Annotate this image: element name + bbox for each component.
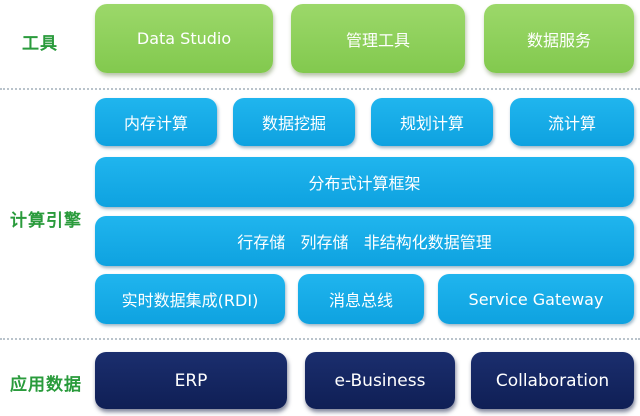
app-collaboration: Collaboration — [471, 352, 634, 409]
distributed-compute-framework: 分布式计算框架 — [95, 157, 634, 207]
layer-divider-top — [0, 88, 640, 90]
service-gateway: Service Gateway — [438, 274, 634, 324]
layer-label-tools: 工具 — [22, 34, 58, 54]
app-erp: ERP — [95, 352, 287, 409]
app-e-business: e-Business — [305, 352, 455, 409]
storage-layer: 行存储 列存储 非结构化数据管理 — [95, 216, 634, 266]
tool-data-studio: Data Studio — [95, 4, 273, 73]
engine-data-mining: 数据挖掘 — [233, 98, 355, 146]
tool-data-services: 数据服务 — [484, 4, 634, 73]
service-message-bus: 消息总线 — [298, 274, 424, 324]
tool-management: 管理工具 — [291, 4, 465, 73]
engine-in-memory: 内存计算 — [95, 98, 217, 146]
layer-label-apps: 应用数据 — [10, 375, 82, 395]
engine-stream: 流计算 — [510, 98, 634, 146]
layer-label-compute: 计算引擎 — [10, 211, 82, 231]
layer-divider-bottom — [0, 338, 640, 340]
service-rdi: 实时数据集成(RDI) — [95, 274, 285, 324]
engine-planning: 规划计算 — [371, 98, 493, 146]
